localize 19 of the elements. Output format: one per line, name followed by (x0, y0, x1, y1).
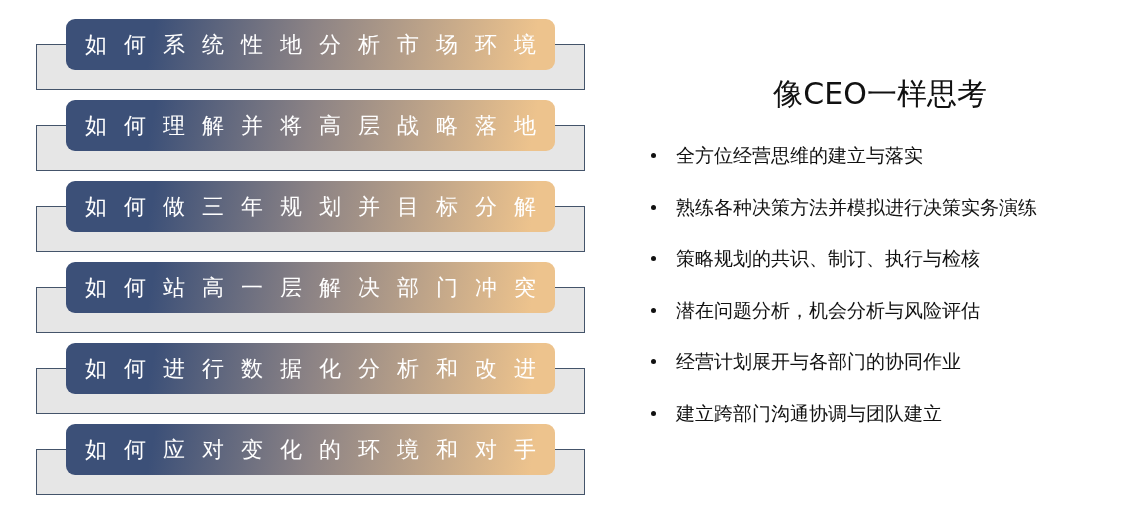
banner-text: 如何理解并将高层战略落地 (85, 111, 553, 140)
bullet-text: 熟练各种决策方法并模拟进行决策实务演练 (676, 194, 1037, 220)
bullet-text: 建立跨部门沟通协调与团队建立 (676, 400, 942, 426)
gradient-banner (66, 424, 555, 475)
title: 像CEO一样思考 (772, 75, 988, 113)
bullet-text: 策略规划的共识、制订、执行与检核 (676, 246, 980, 271)
bullet-text: 潜在问题分析，机会分析与风险评估 (676, 297, 980, 323)
gradient-banner (66, 19, 555, 70)
gradient-banner (66, 262, 555, 313)
banner-text: 如何系统性地分析市场环境 (85, 30, 553, 59)
bullet-text: 全方位经营思维的建立与落实 (676, 143, 923, 168)
gradient-banner (66, 343, 555, 394)
gradient-banner (66, 100, 555, 151)
banner-text: 如何做三年规划并目标分解 (85, 192, 553, 221)
banner-text: 如何站高一层解决部门冲突 (85, 273, 553, 302)
banner-text: 如何进行数据化分析和改进 (85, 354, 553, 383)
banner-text: 如何应对变化的环境和对手 (85, 435, 553, 464)
bullet-text: 经营计划展开与各部门的协同作业 (676, 349, 961, 374)
gradient-banner (66, 181, 555, 232)
